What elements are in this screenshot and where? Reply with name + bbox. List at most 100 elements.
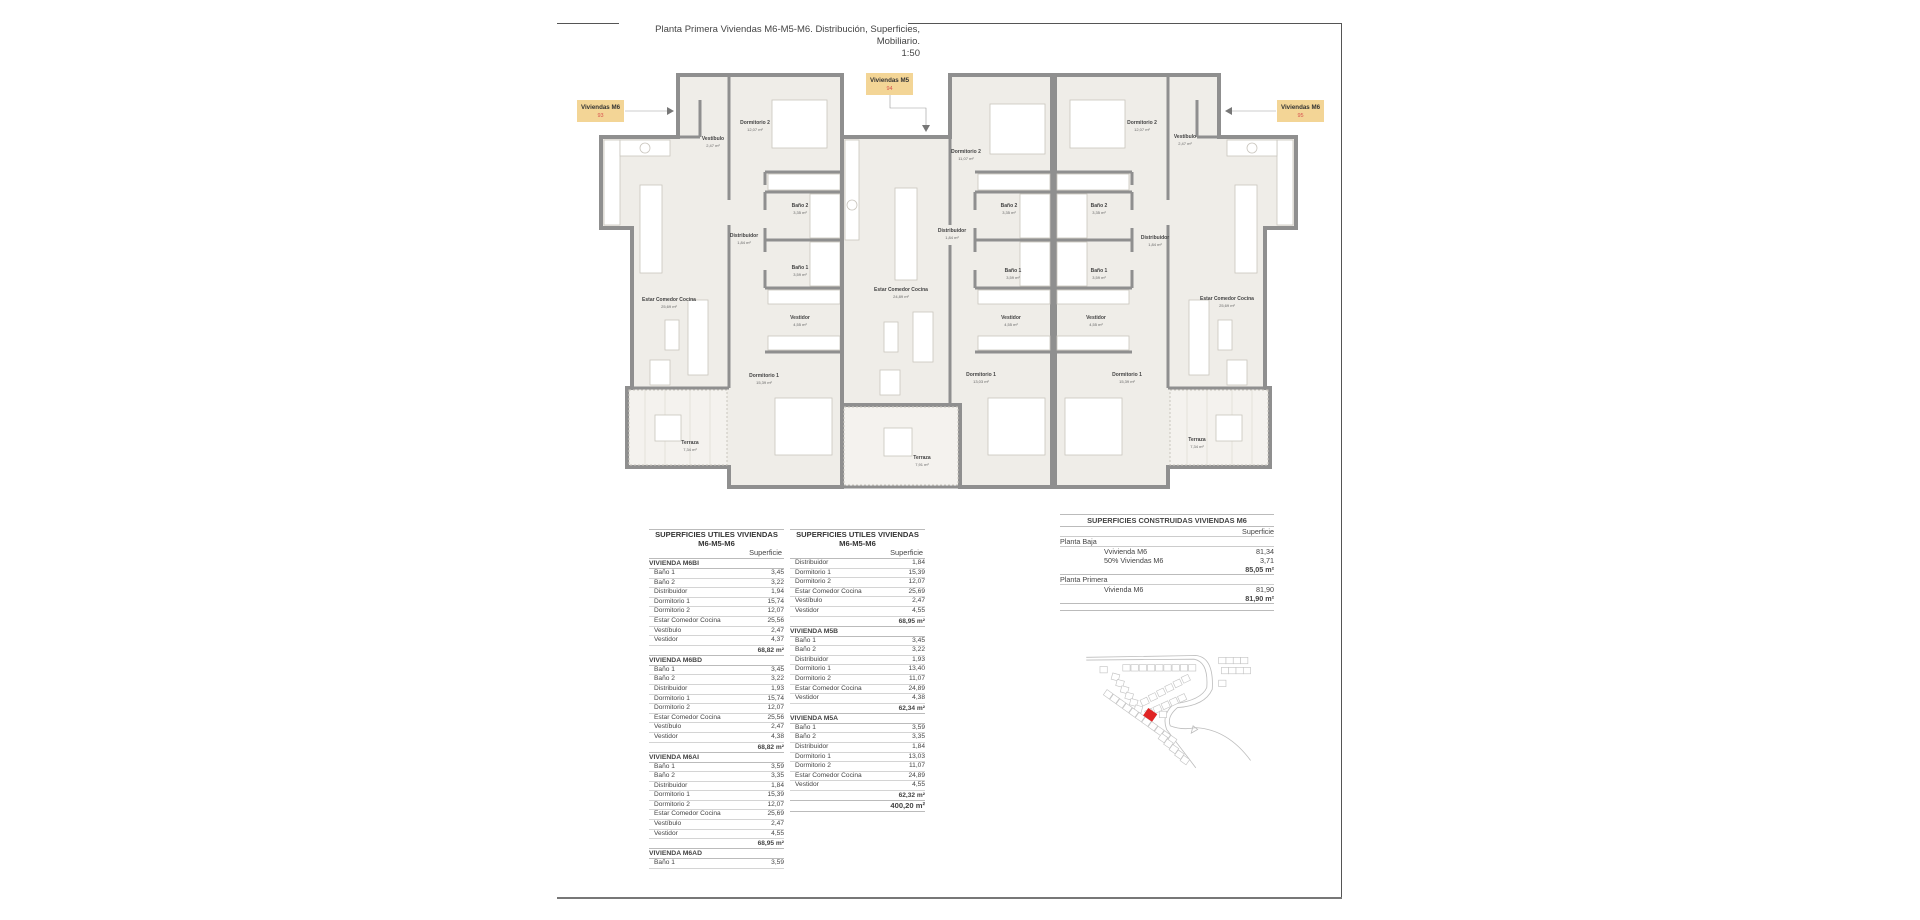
- location-map: [1086, 655, 1251, 769]
- room-area: 24,89: [908, 771, 925, 779]
- room-area: 4,55: [912, 781, 925, 789]
- room-area: 25,69: [908, 587, 925, 595]
- room-area: 11,07: [908, 762, 925, 770]
- table-end-rule: [1060, 604, 1274, 611]
- room-name: Dormitorio 1: [795, 568, 831, 576]
- room-name: Estar Comedor Cocina: [795, 587, 862, 595]
- room-name: Dormitorio 1: [654, 791, 690, 799]
- item-area: 81,90: [1256, 585, 1274, 594]
- group-header: VIVIENDA M6AD: [649, 849, 784, 860]
- room-name: Dormitorio 2: [654, 704, 690, 712]
- table-row: Estar Comedor Cocina 24,89: [790, 685, 925, 695]
- room-area: 1,84 m²: [1148, 242, 1162, 247]
- sofa: [912, 311, 934, 363]
- room-area: 25,56: [767, 616, 784, 624]
- map-building: [1218, 679, 1227, 687]
- room-label: Baño 23,35 m²: [1091, 203, 1108, 215]
- room-name: Dormitorio 1: [795, 665, 831, 673]
- room-area: 3,35 m²: [793, 210, 807, 215]
- room-area: 7,91 m²: [915, 462, 929, 467]
- room-area: 12,07: [767, 800, 784, 808]
- unit-tag-label: Viviendas M5: [870, 77, 910, 84]
- map-building: [1115, 698, 1127, 709]
- room-name: Baño 1: [654, 569, 675, 576]
- wardrobe: [977, 173, 1051, 191]
- map-building: [1147, 692, 1158, 702]
- map-building: [1134, 711, 1146, 723]
- room-label: Baño 13,59 m²: [1005, 268, 1022, 280]
- wardrobe: [977, 289, 1051, 305]
- room-name: Vestíbulo: [654, 723, 682, 731]
- map-building: [1160, 700, 1171, 711]
- room-area: 25,56: [767, 713, 784, 721]
- room-name: Vestíbulo: [654, 626, 682, 634]
- room-name: Baño 2: [1001, 203, 1018, 209]
- group-total: 68,95 m²: [790, 617, 925, 627]
- room-area: 1,84 m²: [737, 240, 751, 245]
- room-area: 3,22: [912, 646, 925, 654]
- room-name: Distribuidor: [1141, 235, 1169, 241]
- room-name: Distribuidor: [730, 233, 758, 239]
- room-name: Distribuidor: [654, 588, 688, 596]
- room-area: 13,03 m²: [973, 379, 989, 384]
- room-name: Baño 2: [654, 675, 675, 683]
- room-name: Estar Comedor Cocina: [795, 684, 862, 692]
- map-building: [1163, 738, 1174, 749]
- unit-tag-label: Viviendas M6: [581, 104, 621, 111]
- room-area: 3,35 m²: [1092, 210, 1106, 215]
- room-name: Vestíbulo: [795, 597, 823, 605]
- column-header: Superficie: [1060, 527, 1274, 537]
- room-name: Terraza: [681, 440, 699, 446]
- map-building: [1242, 667, 1251, 675]
- room-area: 24,89: [908, 684, 925, 692]
- room-area: 4,55: [771, 829, 784, 837]
- room-name: Baño 1: [1005, 268, 1022, 274]
- map-building: [1232, 657, 1241, 665]
- room-area: 1,84: [771, 781, 784, 789]
- table-row: Dormitorio 1 15,39: [649, 791, 784, 801]
- room-area: 3,59: [771, 762, 784, 770]
- table-row: Vestidor 4,55: [649, 830, 784, 840]
- room-area: 2,47: [771, 626, 784, 634]
- group-header: VIVIENDA M6BI: [649, 559, 784, 569]
- room-label: Baño 23,35 m²: [792, 203, 809, 215]
- room-area: 4,55: [912, 606, 925, 614]
- dining-table: [883, 427, 913, 457]
- map-building: [1110, 672, 1121, 682]
- room-area: 25,69: [767, 810, 784, 818]
- room-name: Baño 1: [654, 762, 675, 770]
- room-area: 15,39 m²: [756, 380, 772, 385]
- room-name: Vestidor: [790, 315, 810, 321]
- room-name: Dormitorio 2: [795, 674, 831, 682]
- room-name: Vestidor: [654, 829, 678, 837]
- room-area: 15,39: [767, 791, 784, 799]
- map-building: [1122, 702, 1133, 714]
- room-name: Estar Comedor Cocina: [1200, 296, 1254, 302]
- room-label: Dormitorio 115,39 m²: [1112, 372, 1142, 384]
- room-area: 13,03: [908, 752, 925, 760]
- group-total: 62,34 m²: [790, 704, 925, 714]
- map-building: [1235, 667, 1244, 675]
- map-building: [1139, 696, 1150, 707]
- room-area: 13,40: [908, 665, 925, 673]
- table-row: Dormitorio 1 13,40: [790, 665, 925, 675]
- group-header: VIVIENDA M6BD: [649, 656, 784, 666]
- map-building: [1128, 698, 1139, 707]
- map-building: [1130, 664, 1139, 672]
- room-area: 2,47: [771, 723, 784, 731]
